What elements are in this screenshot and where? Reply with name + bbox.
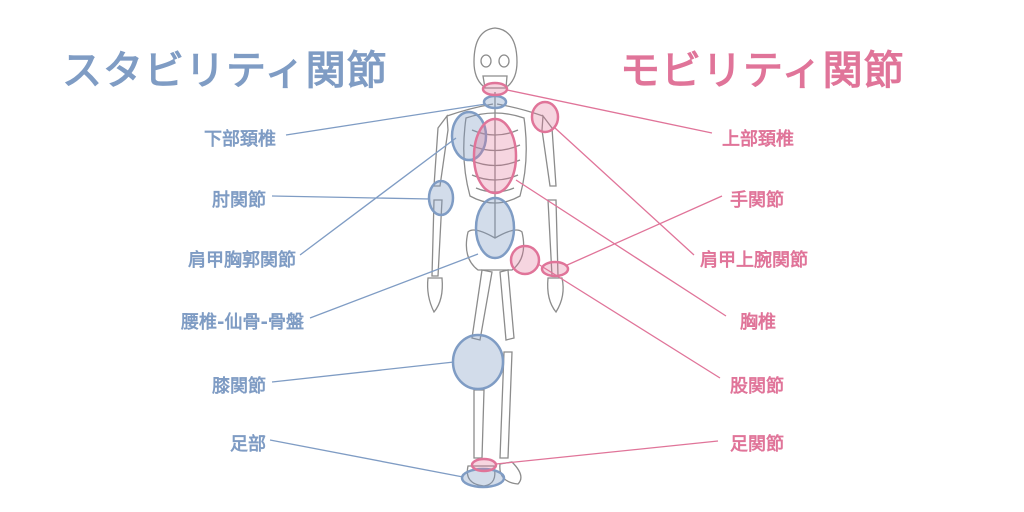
eye-socket-right: [498, 54, 510, 68]
label-knee: 膝関節: [212, 376, 266, 397]
glenohumeral-joint: [530, 100, 560, 134]
elbow-joint: [427, 179, 455, 217]
label-glenohumeral: 肩甲上腕関節: [700, 250, 808, 271]
skull: [473, 27, 518, 87]
label-elbow: 肘関節: [212, 190, 266, 211]
label-lower-cervical: 下部頚椎: [204, 129, 276, 150]
leader-hip: [537, 263, 721, 379]
leader-elbow: [271, 195, 431, 200]
left-hand: [426, 277, 443, 314]
stability-title: スタビリティ関節: [62, 48, 388, 94]
thoracic-spine-joint: [472, 117, 518, 195]
label-foot: 足部: [230, 434, 266, 455]
leader-scapulothoracic: [299, 137, 457, 256]
left-tibia: [473, 389, 485, 459]
leader-knee: [271, 361, 455, 383]
label-scapulothoracic: 肩甲胸郭関節: [188, 250, 296, 271]
label-thoracic: 胸椎: [740, 312, 776, 333]
leader-upper-cervical: [506, 89, 713, 134]
label-wrist: 手関節: [730, 190, 784, 211]
mobility-title: モビリティ関節: [620, 48, 905, 94]
right-upper-arm: [541, 114, 557, 187]
label-hip: 股関節: [730, 376, 784, 397]
upper-cervical-joint: [481, 81, 509, 97]
ankle-joint: [470, 457, 498, 473]
label-upper-cervical: 上部頚椎: [722, 129, 794, 150]
hip-joint: [509, 244, 541, 276]
leader-foot: [269, 439, 464, 478]
eye-socket-left: [480, 54, 492, 68]
clavicle-left: [446, 103, 494, 117]
lumbopelvic-joint: [474, 196, 516, 260]
leader-lower-cervical: [285, 103, 487, 136]
scapulothoracic-joint: [450, 110, 488, 162]
left-forearm: [431, 199, 443, 277]
label-ankle: 足関節: [730, 434, 784, 455]
left-femur: [471, 269, 493, 341]
pelvis: [465, 229, 525, 271]
right-hand: [547, 277, 564, 314]
leader-wrist: [564, 195, 723, 267]
leader-thoracic: [515, 179, 727, 317]
left-upper-arm: [433, 114, 449, 187]
knee-joint: [451, 333, 505, 391]
right-tibia: [499, 351, 513, 459]
right-femur: [499, 269, 515, 341]
label-lumbopelvic: 腰椎-仙骨-骨盤: [181, 312, 304, 333]
lower-cervical-joint: [482, 94, 508, 110]
foot-joint: [460, 467, 506, 489]
wrist-joint: [540, 260, 570, 278]
leader-ankle: [495, 440, 719, 465]
leader-glenohumeral: [554, 127, 695, 256]
leader-lumbopelvic: [309, 253, 479, 319]
